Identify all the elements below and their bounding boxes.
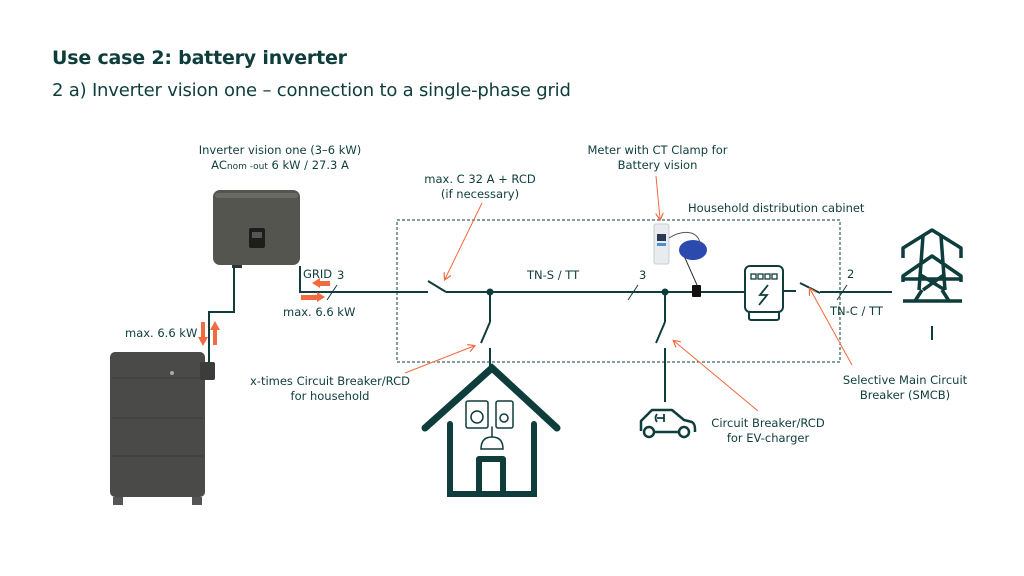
- ct-clamp-icon: [668, 231, 707, 297]
- battery-wire: [208, 266, 235, 362]
- nom-out-text: nom -out: [226, 162, 268, 172]
- meter-label-line2: Battery vision: [617, 158, 698, 172]
- grid-power-label: max. 6.6 kW: [283, 305, 356, 319]
- rating-text: 6 kW / 27.3 A: [267, 158, 349, 172]
- breaker-note-text: (if necessary): [440, 187, 520, 201]
- energy-meter-icon: [653, 223, 670, 265]
- grid-wire-count: 3: [337, 268, 345, 282]
- page-title: Use case 2: battery inverter: [52, 47, 347, 69]
- household-breaker-switch: [480, 321, 491, 344]
- household-breaker-label: x-times Circuit Breaker/RCD for househol…: [245, 374, 415, 404]
- inverter-model-text: Inverter vision one (3–6 kW): [198, 143, 362, 157]
- cabinet-label: Household distribution cabinet: [688, 201, 865, 215]
- inverter-rating-text: ACnom -out 6 kW / 27.3 A: [180, 158, 380, 175]
- ev-breaker-label: Circuit Breaker/RCD for EV-charger: [708, 416, 828, 446]
- main-breaker-switch: [427, 280, 447, 293]
- tnc-wire-count: 2: [847, 267, 855, 281]
- electricity-meter-icon: [744, 265, 784, 321]
- ev-breaker-line2: for EV-charger: [726, 431, 810, 445]
- tnc-label: TN-C / TT: [830, 304, 883, 318]
- smcb-switch: [799, 282, 821, 294]
- electric-car-icon: [639, 408, 697, 439]
- grid-label: GRID: [303, 267, 333, 281]
- battery-storage-icon: [110, 352, 215, 505]
- house-icon: [421, 363, 561, 497]
- ev-breaker-line1: Circuit Breaker/RCD: [711, 416, 825, 430]
- tns-wire-count: 3: [639, 268, 647, 282]
- household-breaker-line1: x-times Circuit Breaker/RCD: [250, 374, 410, 388]
- grid-wire: [299, 266, 428, 293]
- inverter-label: Inverter vision one (3–6 kW) ACnom -out …: [180, 143, 380, 175]
- breaker-rating-text: max. C 32 A + RCD: [424, 172, 536, 186]
- grid-power-arrows: [301, 278, 330, 302]
- tns-label: TN-S / TT: [527, 268, 580, 282]
- page-subtitle: 2 a) Inverter vision one – connection to…: [52, 80, 571, 101]
- meter-label: Meter with CT Clamp for Battery vision: [575, 143, 740, 173]
- ev-breaker-switch: [655, 321, 666, 344]
- meter-label-line1: Meter with CT Clamp for: [587, 143, 728, 157]
- smcb-line1: Selective Main Circuit: [842, 373, 968, 387]
- smcb-label: Selective Main Circuit Breaker (SMCB): [830, 373, 980, 403]
- household-breaker-line2: for household: [290, 389, 370, 403]
- annotation-leaders: [404, 175, 853, 412]
- distribution-cabinet-box: [396, 219, 841, 363]
- inverter-icon: [213, 190, 300, 268]
- ac-text: AC: [211, 158, 227, 172]
- smcb-line2: Breaker (SMCB): [859, 388, 951, 402]
- battery-power-label: max. 6.6 kW: [125, 326, 198, 340]
- power-pylon-icon: [901, 228, 963, 340]
- battery-power-arrows: [198, 321, 220, 346]
- main-breaker-label: max. C 32 A + RCD (if necessary): [405, 172, 555, 202]
